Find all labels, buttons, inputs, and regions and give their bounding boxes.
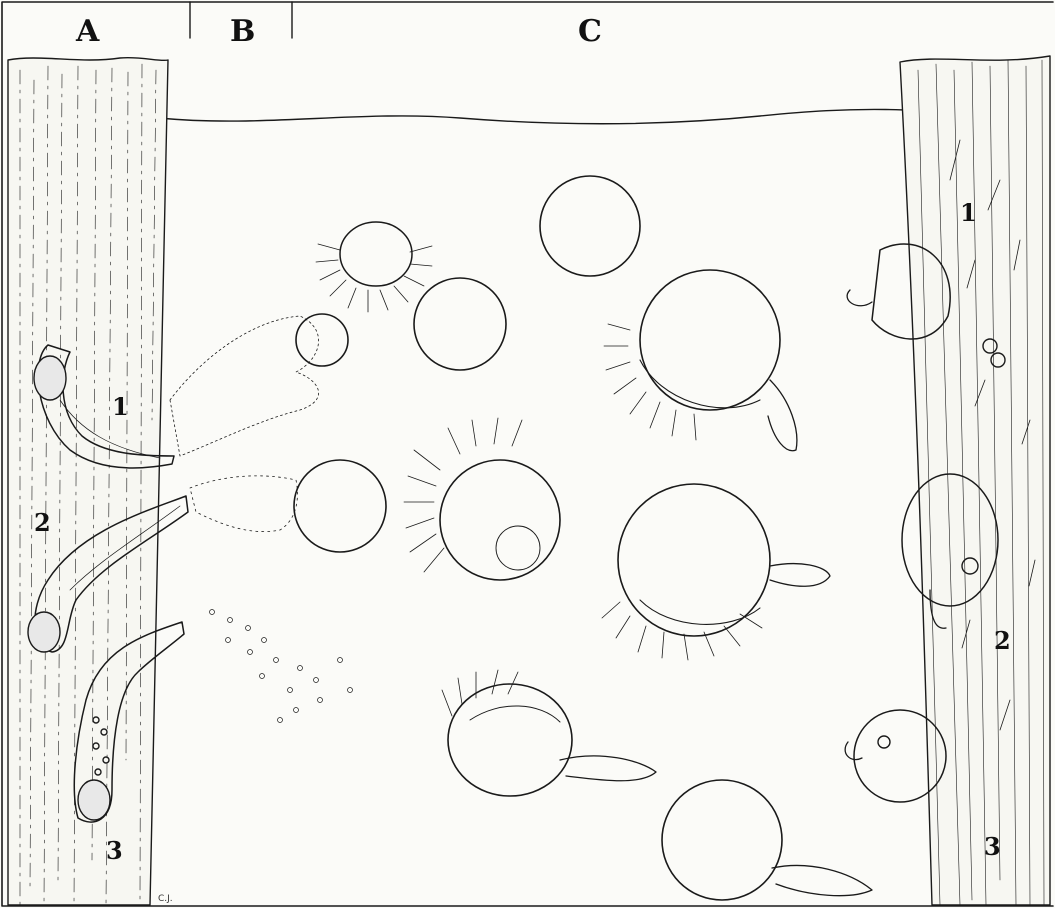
- artist-signature: C.J.: [158, 894, 173, 904]
- larva-ciliated-small: [316, 222, 432, 312]
- larva-egg-1: [296, 314, 348, 366]
- right-wood-piling: [900, 56, 1050, 905]
- larva-egg-3: [414, 278, 506, 370]
- larva-veliger-top-right: [604, 270, 797, 451]
- left-stage-label-3: 3: [106, 836, 123, 865]
- section-label-c: C: [578, 14, 602, 49]
- left-stage-label-1: 1: [112, 392, 129, 421]
- right-stage-label-1: 1: [960, 198, 977, 227]
- right-stage-label-3: 3: [984, 832, 1001, 861]
- section-label-a: A: [76, 14, 99, 49]
- larva-pediveliger-low: [442, 670, 656, 796]
- larva-pediveliger-bottom: [662, 780, 872, 900]
- left-wood-piling: [8, 58, 168, 905]
- larva-egg-2: [294, 460, 386, 552]
- larva-veliger-mid-right: [602, 484, 830, 660]
- egg-cloud-3: [210, 610, 353, 723]
- egg-cloud-2: [190, 476, 297, 532]
- right-stage-label-2: 2: [994, 626, 1011, 655]
- larva-veliger-center: [404, 418, 560, 580]
- larva-trochophore-top: [540, 176, 640, 276]
- section-label-b: B: [230, 14, 255, 49]
- left-stage-label-2: 2: [34, 508, 51, 537]
